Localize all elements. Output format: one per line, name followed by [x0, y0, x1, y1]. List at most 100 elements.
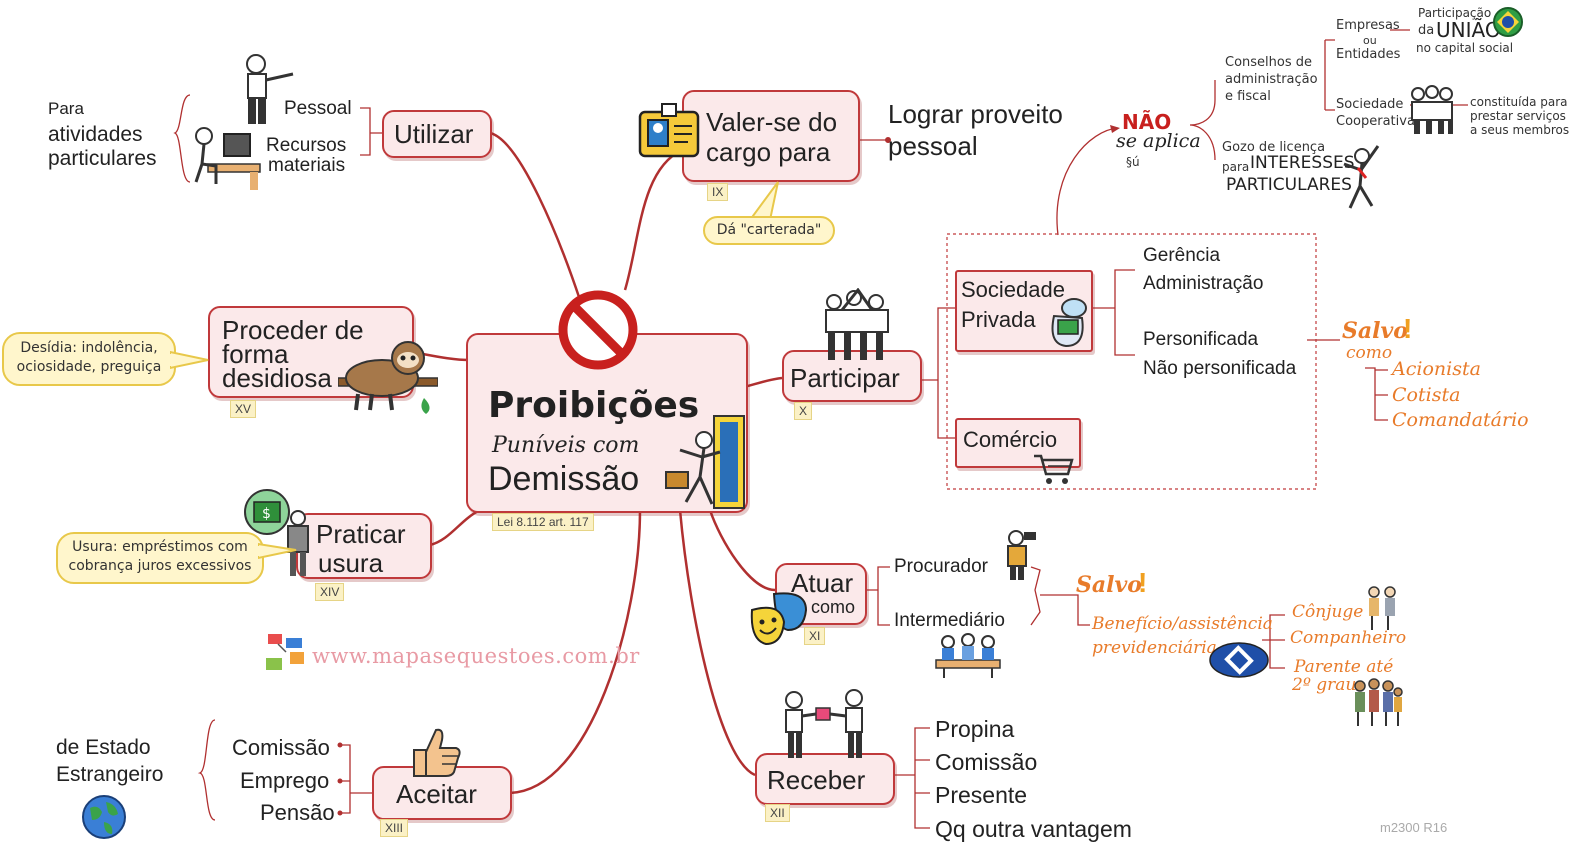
constituida-line2: prestar serviços — [1470, 109, 1566, 123]
parente-conjuge: Cônjuge — [1292, 602, 1364, 622]
constituida-line3: a seus membros — [1470, 123, 1570, 137]
parente-companheiro: Companheiro — [1290, 628, 1407, 648]
receber-item-comissao: Comissão — [935, 749, 1038, 775]
parente-ate: Parente até — [1294, 657, 1394, 677]
usura-callout: Usura: empréstimos com cobrança juros ex… — [56, 532, 264, 584]
valer-result-line2: pessoal — [888, 131, 978, 161]
gift-exchange-icon — [785, 689, 863, 758]
gozo-line3: PARTICULARES — [1226, 175, 1352, 195]
carterada-callout: Dá "carterada" — [703, 216, 835, 245]
purpose-line3: particulares — [48, 147, 157, 170]
nao-aplica-ref: §ú — [1126, 155, 1140, 169]
sociedade-coop-line2: Cooperativa — [1336, 114, 1415, 129]
valer-tag: IX — [707, 183, 729, 201]
money-jar-icon — [1051, 298, 1087, 348]
participacao-line2b: UNIÃO — [1436, 18, 1501, 42]
proceder-line1: Proceder de — [222, 315, 364, 345]
purpose-line1: Para — [48, 99, 84, 118]
atuar-item-intermediario: Intermediário — [894, 610, 1005, 631]
valer-node[interactable]: Valer-se do cargo para — [682, 90, 860, 182]
office-worker-icon — [194, 127, 261, 190]
gerencia-label: Gerência — [1143, 245, 1221, 266]
proceder-line2: forma — [222, 339, 289, 369]
personificada-label: Personificada — [1143, 329, 1259, 350]
usura-line2: usura — [318, 548, 384, 578]
valer-line1: Valer-se do — [706, 107, 838, 137]
website-url[interactable]: www.mapasequestoes.com.br — [312, 644, 640, 668]
conselhos-line1: Conselhos de — [1225, 55, 1313, 70]
brasil-seal-icon — [1493, 7, 1523, 37]
sociedade-coop-line1: Sociedade — [1336, 97, 1404, 112]
constituida-line1: constituída para — [1470, 95, 1568, 109]
gozo-line2a: para — [1222, 160, 1250, 174]
gozo-line2b: INTERESSES — [1250, 153, 1355, 173]
website-logo-icon — [266, 634, 304, 670]
participar-label: Participar — [790, 363, 900, 393]
valer-result-line1: Lograr proveito — [888, 99, 1063, 129]
nao-aplica-line1: NÃO — [1122, 110, 1172, 134]
parente-grau: 2º grau — [1292, 675, 1357, 695]
empresas-line2: ou — [1363, 34, 1377, 47]
usura-tag: XIV — [315, 583, 345, 601]
prohibition-icon — [558, 290, 638, 370]
meeting-icon — [935, 633, 1001, 678]
aceitar-item-comissao: Comissão — [232, 735, 330, 760]
receber-label: Receber — [767, 765, 866, 795]
desidia-callout: Desídia: indolência, ociosidade, preguiç… — [2, 332, 176, 386]
globe-icon — [82, 795, 126, 839]
team-icon — [825, 288, 889, 360]
aceitar-item-emprego: Emprego — [240, 768, 330, 793]
utilizar-node[interactable]: Utilizar — [382, 110, 492, 158]
aceitar-tag: XIII — [380, 819, 409, 837]
thumbs-up-icon — [413, 728, 461, 777]
participacao-line3: no capital social — [1416, 41, 1514, 55]
utilizar-label: Utilizar — [394, 119, 474, 149]
atuar-salvo-exclaim: ! — [1138, 567, 1148, 598]
utilizar-item-recursos: Recursos — [266, 135, 347, 156]
atuar-item-procurador: Procurador — [894, 556, 988, 577]
participar-salvo-como: como — [1346, 343, 1393, 363]
atuar-tag: XI — [804, 627, 826, 645]
receber-node[interactable]: Receber — [755, 753, 895, 805]
valer-line2: cargo para — [706, 137, 831, 167]
usura-line1: Praticar — [316, 519, 406, 549]
excecao-comandatario: Comandatário — [1392, 409, 1529, 431]
proceder-node[interactable]: Proceder de forma desidiosa — [208, 306, 414, 398]
proceder-tag: XV — [230, 400, 257, 418]
atuar-label: Atuar — [791, 568, 854, 598]
theater-masks-icon — [750, 592, 808, 646]
receber-item-presente: Presente — [935, 782, 1028, 808]
inss-logo-icon — [1209, 642, 1269, 678]
receber-item-propina: Propina — [935, 716, 1015, 742]
proceder-line3: desidiosa — [222, 363, 332, 393]
family-icon — [1354, 678, 1403, 726]
nao-personificada-label: Não personificada — [1143, 358, 1297, 379]
person-pointing-icon — [246, 54, 294, 124]
cart-icon — [1034, 454, 1074, 484]
atuar-como: como — [811, 597, 856, 617]
money-icon: $ — [244, 489, 309, 576]
sloth-icon — [338, 341, 438, 414]
exit-door-icon — [665, 415, 745, 509]
nao-aplica-line2: se aplica — [1116, 130, 1201, 152]
empresas-line1: Empresas — [1336, 18, 1400, 33]
badge-icon — [638, 103, 700, 158]
atuar-salvo: Salvo — [1076, 572, 1142, 598]
aceitar-label: Aceitar — [396, 779, 477, 809]
excecao-acionista: Acionista — [1392, 358, 1481, 380]
excecao-cotista: Cotista — [1392, 384, 1461, 406]
usura-callout-line1: Usura: empréstimos com — [72, 539, 248, 555]
empresas-line3: Entidades — [1336, 47, 1401, 62]
svg-text:$: $ — [262, 506, 271, 522]
sociedade-line1: Sociedade — [961, 277, 1065, 302]
utilizar-item-pessoal: Pessoal — [284, 98, 352, 119]
usura-node[interactable]: Praticar usura — [296, 513, 432, 579]
usura-callout-line2: cobrança juros excessivos — [68, 558, 252, 574]
participacao-line2a: da — [1418, 23, 1435, 38]
conselhos-line2: administração — [1225, 72, 1318, 87]
aceitar-item-pensao: Pensão — [260, 800, 335, 825]
participar-node[interactable]: Participar — [782, 350, 922, 402]
law-tag: Lei 8.112 art. 117 — [492, 513, 594, 531]
